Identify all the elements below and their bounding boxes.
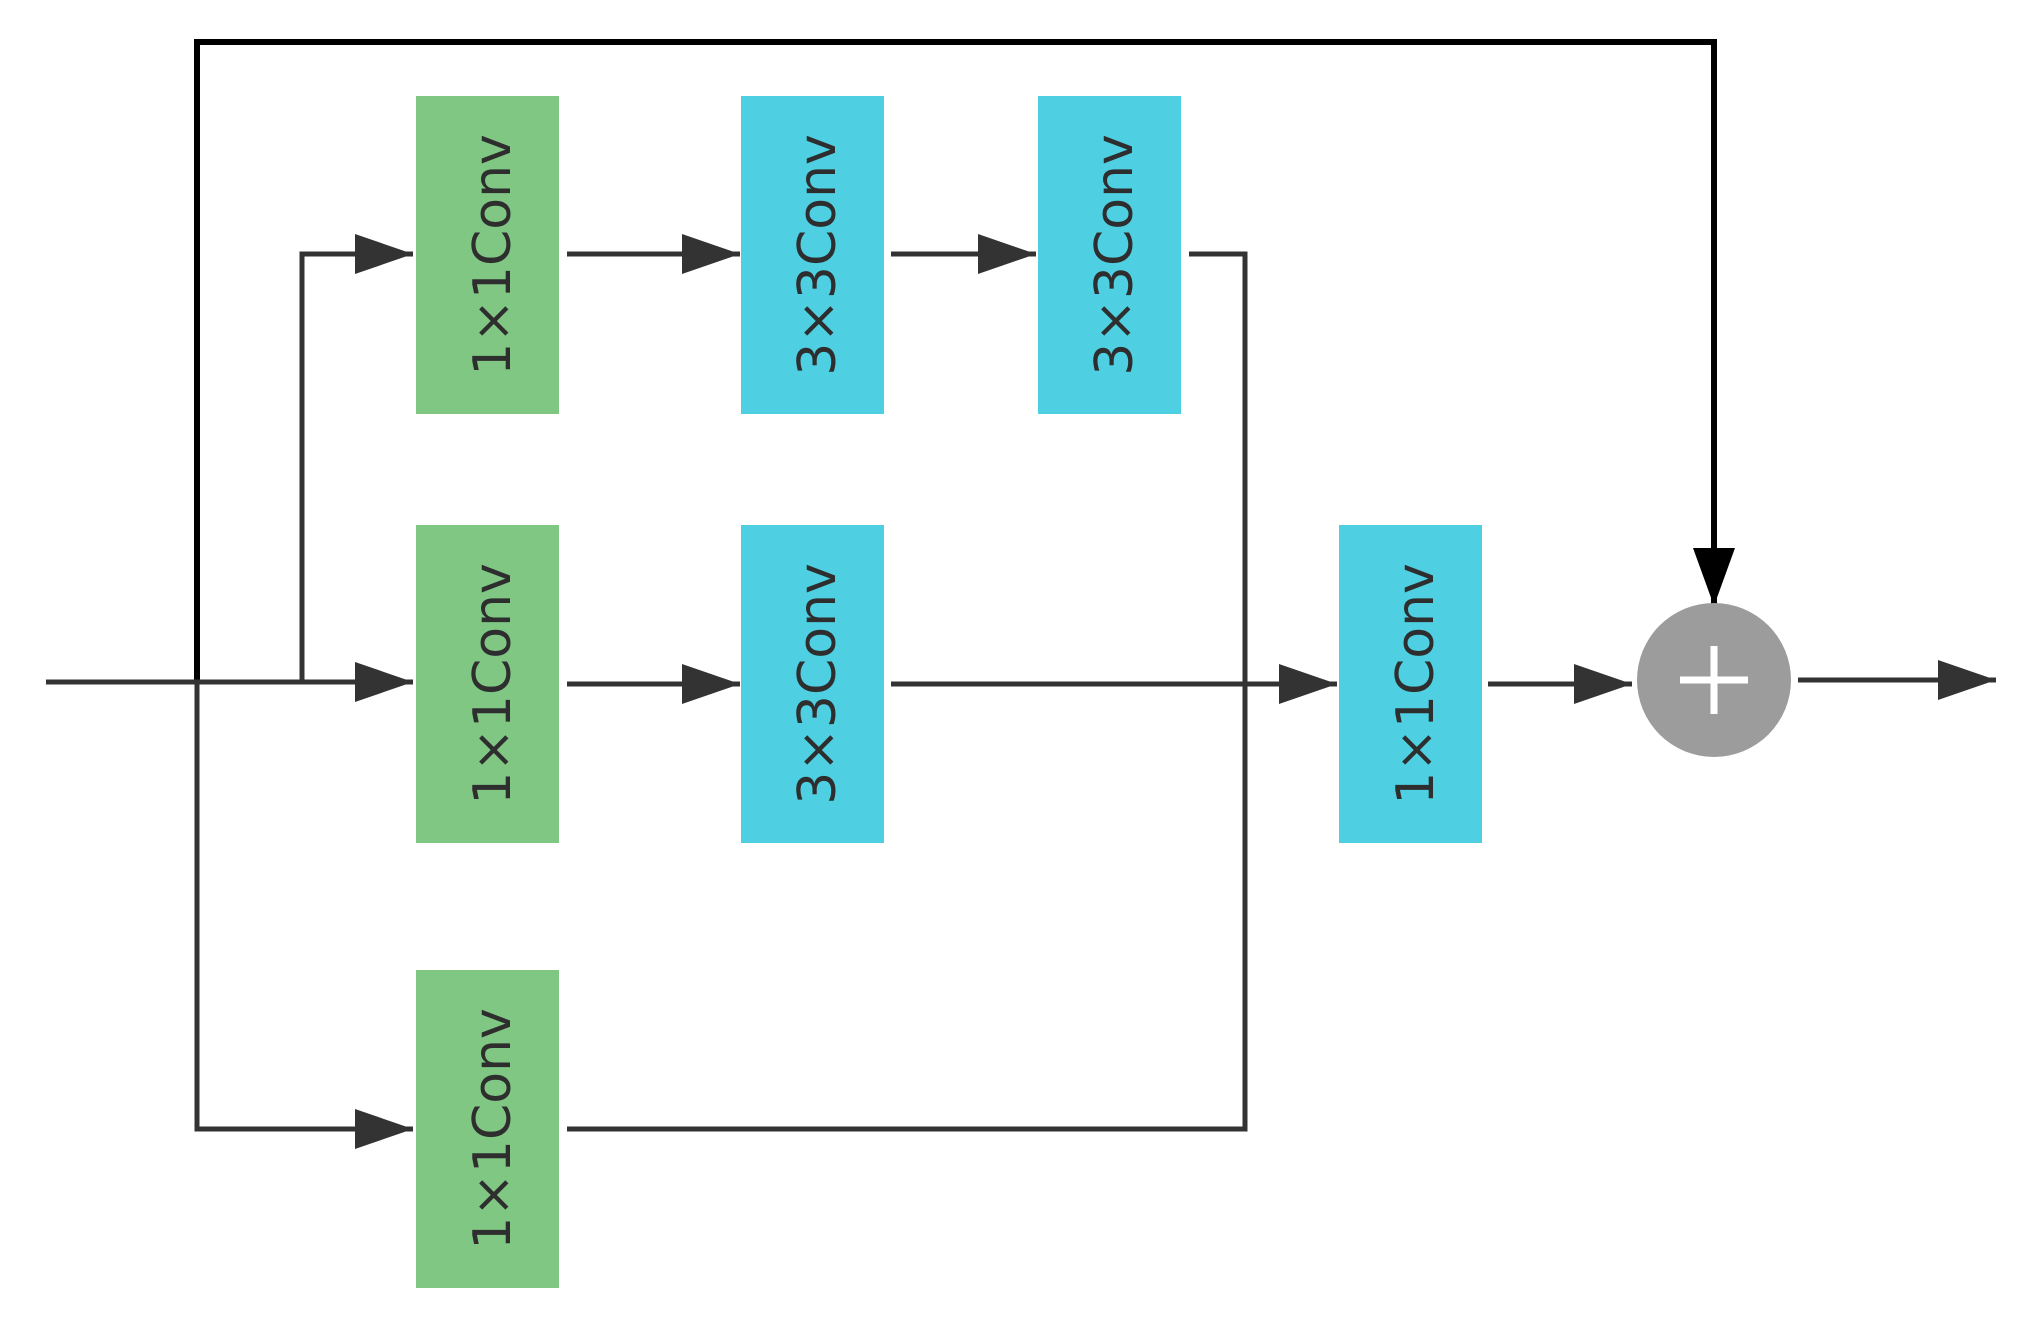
- block-label: 3×3Conv: [1085, 134, 1145, 376]
- block-box: [741, 96, 884, 414]
- block-label: 1×1Conv: [463, 563, 523, 805]
- branch-top-connector: [299, 234, 413, 682]
- block-label: 3×3Conv: [788, 134, 848, 376]
- block-label: 1×1Conv: [1386, 563, 1446, 805]
- block-label: 1×1Conv: [463, 1008, 523, 1250]
- shortcut-arrowhead: [1693, 548, 1735, 606]
- block-box: [741, 525, 884, 843]
- block-top-3x3conv-b: 3×3Conv: [1038, 96, 1181, 414]
- block-label: 3×3Conv: [788, 563, 848, 805]
- plus-sign: [1680, 646, 1748, 714]
- block-top-3x3conv-a: 3×3Conv: [741, 96, 884, 414]
- block-merge-1x1conv: 1×1Conv: [1339, 525, 1482, 843]
- branch-bottom-connector: [194, 680, 413, 1149]
- block-box: [416, 525, 559, 843]
- block-middle-1x1conv: 1×1Conv: [416, 525, 559, 843]
- sum-node: [1637, 603, 1791, 757]
- block-label: 1×1Conv: [463, 134, 523, 376]
- shortcut-connection: [194, 39, 1717, 680]
- block-middle-3x3conv: 3×3Conv: [741, 525, 884, 843]
- block-box: [1339, 525, 1482, 843]
- bottom-branch-merge-line: [567, 684, 1248, 1132]
- top-branch-merge-line: [1189, 251, 1248, 684]
- block-box: [1038, 96, 1181, 414]
- block-box: [416, 96, 559, 414]
- block-bottom-1x1conv: 1×1Conv: [416, 970, 559, 1288]
- block-top-1x1conv: 1×1Conv: [416, 96, 559, 414]
- block-box: [416, 970, 559, 1288]
